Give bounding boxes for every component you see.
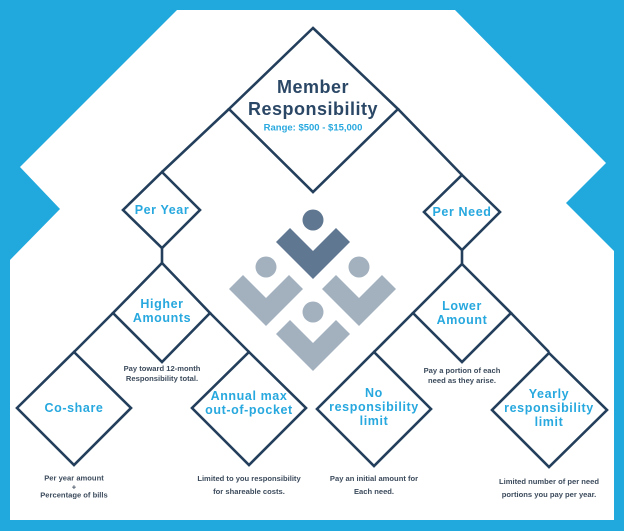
desc-line: Per year amount (44, 473, 104, 483)
desc-line: Percentage of bills (40, 490, 108, 500)
desc-line: Pay toward 12-month (123, 364, 201, 373)
label-line: out-of-pocket (205, 403, 293, 417)
label-line: limit (359, 414, 389, 428)
label-line: Lower (442, 299, 482, 313)
label-line: Higher (140, 297, 184, 311)
higher-amounts-diamond (111, 261, 212, 364)
title-line-2: Responsibility (247, 99, 379, 119)
co-share-label: Co-share (44, 401, 104, 415)
per-year-label: Per Year (134, 203, 190, 217)
desc-line: portions you pay per year. (501, 490, 597, 499)
desc-line: Pay a portion of each (423, 366, 501, 375)
yearly-responsibility-limit-description: Limited number of per need portions you … (499, 475, 599, 501)
label-line: Amounts (132, 311, 192, 325)
member-responsibility-diamond (227, 26, 400, 194)
label-line: Yearly (528, 387, 570, 401)
desc-line: for shareable costs. (213, 487, 285, 496)
label-line: responsibility (504, 401, 594, 415)
annual-max-label: Annual max out-of-pocket (205, 389, 293, 417)
desc-line: Pay an initial amount for (329, 474, 419, 483)
higher-amounts-description: Pay toward 12-month Responsibility total… (124, 364, 201, 384)
diagram-title: Member Responsibility (248, 76, 378, 120)
people-group-logo-icon (229, 209, 396, 371)
lower-amount-diamond (411, 262, 513, 364)
annual-max-diamond (190, 350, 308, 467)
desc-line: + (71, 482, 77, 492)
no-responsibility-limit-label: No responsibility limit (329, 386, 419, 428)
label-line: Annual max (210, 389, 288, 403)
higher-amounts-label: Higher Amounts (133, 297, 191, 325)
range-text: Range: $500 - $15,000 (263, 122, 363, 134)
lower-amount-description: Pay a portion of each need as they arise… (424, 366, 501, 386)
per-need-label: Per Need (432, 205, 492, 219)
title-line-1: Member (276, 77, 350, 97)
desc-line: Each need. (353, 487, 395, 496)
annual-max-description: Limited to you responsibility for sharea… (197, 472, 300, 498)
no-responsibility-limit-description: Pay an initial amount for Each need. (330, 472, 418, 498)
label-line: limit (534, 415, 564, 429)
lower-amount-label: Lower Amount (437, 299, 488, 327)
desc-line: Responsibility total. (125, 374, 199, 383)
desc-line: Limited number of per need (499, 477, 599, 486)
label-line: No (365, 386, 383, 400)
yearly-responsibility-limit-label: Yearly responsibility limit (504, 387, 594, 429)
no-responsibility-limit-diamond (315, 350, 433, 468)
yearly-responsibility-limit-diamond (490, 351, 609, 469)
label-line: responsibility (329, 400, 419, 414)
desc-line: need as they arise. (428, 376, 496, 385)
desc-line: Limited to you responsibility (197, 474, 301, 483)
co-share-diamond (15, 350, 133, 467)
label-line: Amount (436, 313, 488, 327)
co-share-description: Per year amount + Percentage of bills (40, 474, 108, 501)
